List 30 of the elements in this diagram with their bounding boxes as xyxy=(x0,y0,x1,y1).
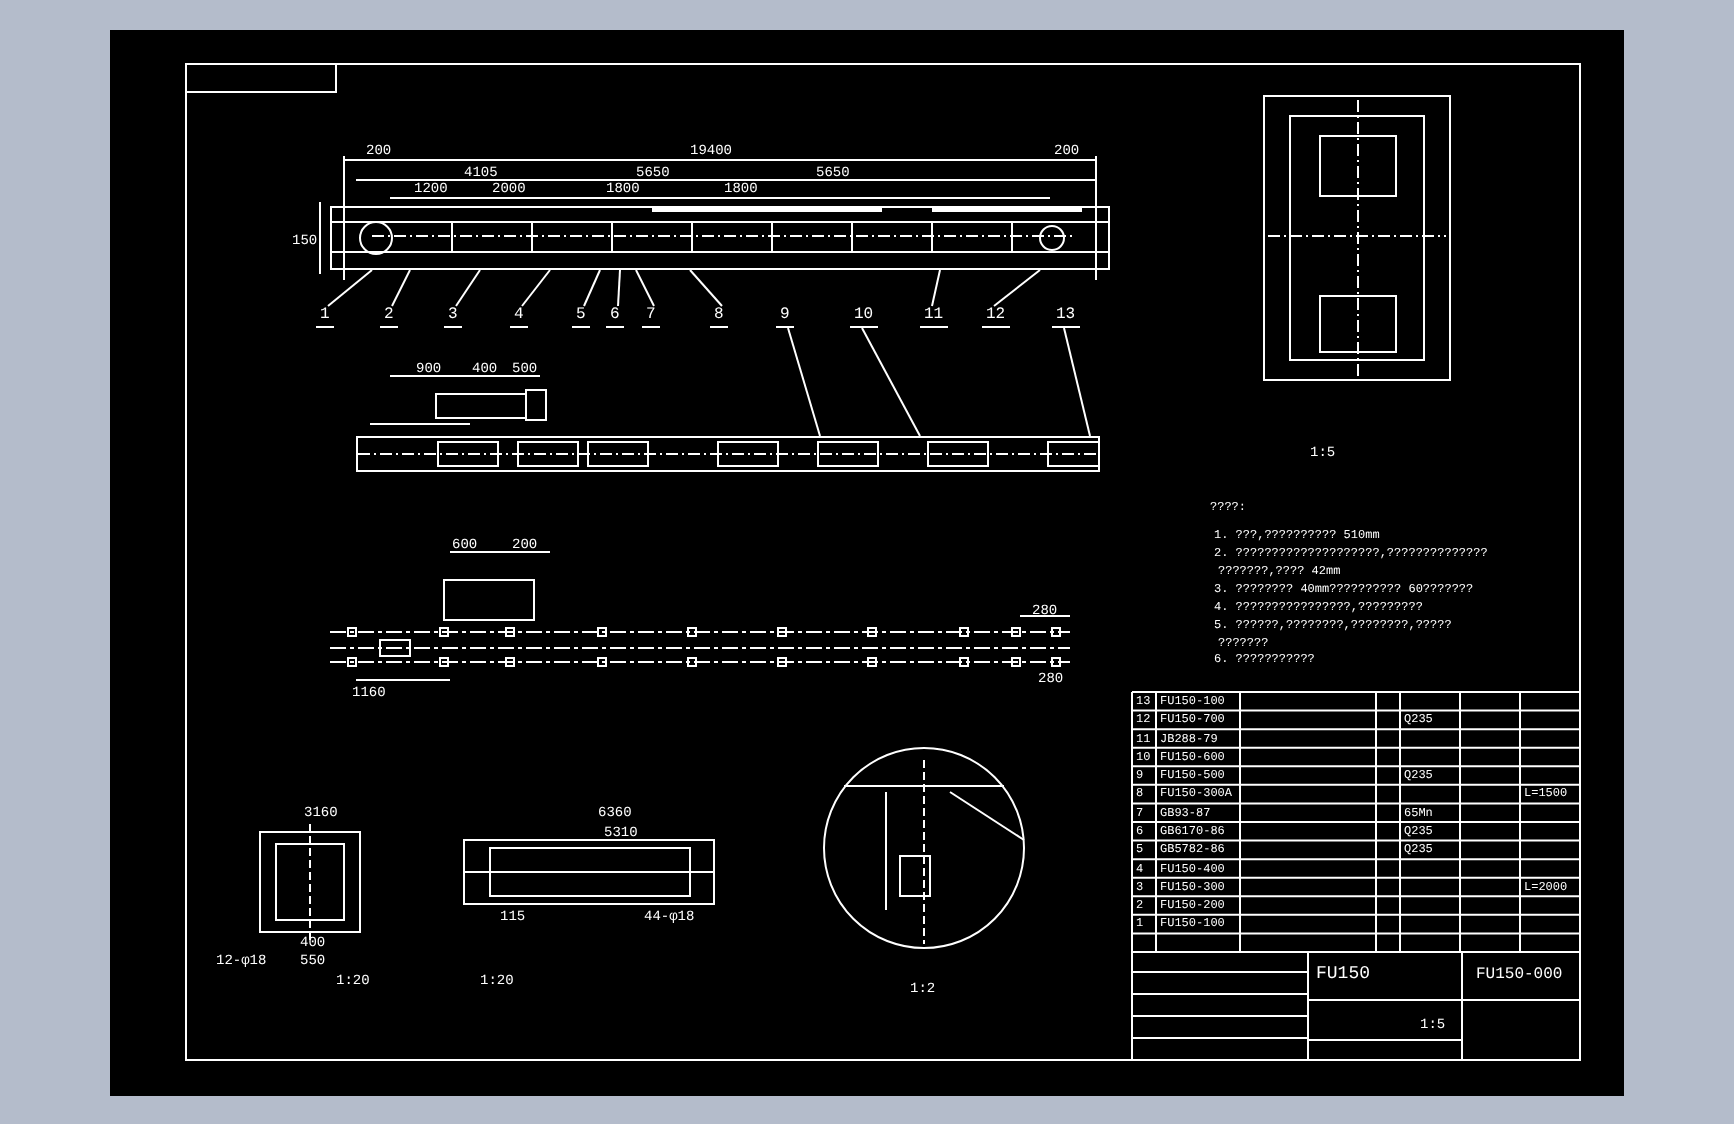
callout-number: 5 xyxy=(572,308,590,328)
leader-line xyxy=(931,269,941,307)
callout-number: 9 xyxy=(776,308,794,328)
callout-number: 10 xyxy=(850,308,878,328)
leader-line xyxy=(1063,327,1091,437)
callout-number: 4 xyxy=(510,308,528,328)
leader-line xyxy=(583,269,601,307)
callout-number: 3 xyxy=(444,308,462,328)
title-text: FU150 xyxy=(1316,966,1371,984)
leader-line xyxy=(521,269,551,307)
leader-line xyxy=(391,269,411,307)
leader-line xyxy=(861,327,921,437)
callout-number: 6 xyxy=(606,308,624,328)
callout-number: 7 xyxy=(642,308,660,328)
callout-number: 2 xyxy=(380,308,398,328)
callout-number: 12 xyxy=(982,308,1010,328)
conveyor-top-view xyxy=(330,206,1110,270)
leader-line xyxy=(993,269,1041,307)
callout-number: 11 xyxy=(920,308,948,328)
leader-line xyxy=(455,269,481,307)
leader-line xyxy=(617,269,621,307)
leader-line xyxy=(787,327,821,437)
callout-number: 8 xyxy=(710,308,728,328)
drawing-number: FU150-000 xyxy=(1476,968,1563,984)
callout-number: 13 xyxy=(1052,308,1080,328)
leader-line xyxy=(635,269,655,307)
conveyor-side-view xyxy=(356,436,1100,472)
leader-line xyxy=(689,269,723,307)
leader-line xyxy=(327,269,373,307)
callout-number: 1 xyxy=(316,308,334,328)
